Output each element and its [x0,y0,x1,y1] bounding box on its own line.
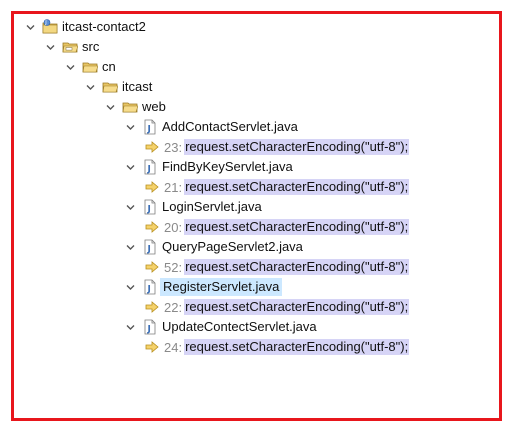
expand-chevron-icon[interactable] [124,117,136,137]
tree-node-itcast[interactable]: itcast [84,77,152,97]
svg-text:J: J [147,325,151,335]
tree-label-project: itcast-contact2 [62,19,146,34]
tree-node-file[interactable]: J LoginServlet.java [124,197,262,217]
java-file-icon: J [142,319,158,335]
java-file-icon: J [142,159,158,175]
java-file-icon: J [142,119,158,135]
svg-text:J: J [147,245,151,255]
tree-label-file: FindByKeyServlet.java [162,159,293,174]
tree-label-file: QueryPageServlet2.java [162,239,303,254]
search-match-row[interactable]: 23: request.setCharacterEncoding("utf-8"… [144,137,410,157]
svg-text:J: J [147,205,151,215]
java-file-icon: J [142,279,158,295]
expand-chevron-icon[interactable] [104,97,116,117]
tree-node-project[interactable]: J itcast-contact2 [24,17,146,37]
arrow-right-icon [144,259,160,275]
search-match-row[interactable]: 22: request.setCharacterEncoding("utf-8"… [144,297,410,317]
java-file-icon: J [142,199,158,215]
match-line-number: 21: [164,179,183,195]
match-text: request.setCharacterEncoding("utf-8"); [184,179,410,195]
java-project-icon: J [42,19,58,35]
tree-node-file[interactable]: J QueryPageServlet2.java [124,237,303,257]
match-text: request.setCharacterEncoding("utf-8"); [184,299,410,315]
search-match-row[interactable]: 20: request.setCharacterEncoding("utf-8"… [144,217,410,237]
tree-label-cn: cn [102,59,116,74]
tree-node-file[interactable]: J FindByKeyServlet.java [124,157,293,177]
tree-node-web[interactable]: web [104,97,166,117]
tree-node-file-selected[interactable]: J RegisterServlet.java [124,277,283,297]
source-folder-icon [62,39,79,55]
arrow-right-icon [144,299,160,315]
match-text: request.setCharacterEncoding("utf-8"); [184,339,410,355]
expand-chevron-icon[interactable] [124,157,136,177]
match-line-number: 23: [164,139,183,155]
arrow-right-icon [144,219,160,235]
arrow-right-icon [144,339,160,355]
tree-label-itcast: itcast [122,79,153,94]
arrow-right-icon [144,179,160,195]
arrow-right-icon [144,139,160,155]
tree-label-file: RegisterServlet.java [160,278,283,296]
match-line-number: 22: [164,299,183,315]
expand-chevron-icon[interactable] [64,57,76,77]
expand-chevron-icon[interactable] [124,237,136,257]
package-folder-icon [102,79,119,95]
tree-label-web: web [142,99,166,114]
svg-text:J: J [147,165,151,175]
search-match-row[interactable]: 21: request.setCharacterEncoding("utf-8"… [144,177,410,197]
expand-chevron-icon[interactable] [124,197,136,217]
tree-label-file: UpdateContectServlet.java [162,319,317,334]
package-folder-icon [82,59,99,75]
tree-label-file: LoginServlet.java [162,199,262,214]
tree-node-file[interactable]: J UpdateContectServlet.java [124,317,317,337]
match-line-number: 24: [164,339,183,355]
tree-node-cn[interactable]: cn [64,57,116,77]
tree-label-src: src [82,39,100,54]
expand-chevron-icon[interactable] [124,277,136,297]
match-text: request.setCharacterEncoding("utf-8"); [184,219,410,235]
expand-chevron-icon[interactable] [84,77,96,97]
svg-text:J: J [44,20,46,26]
java-file-icon: J [142,239,158,255]
tree-node-file[interactable]: J AddContactServlet.java [124,117,298,137]
tree-label-file: AddContactServlet.java [162,119,298,134]
svg-text:J: J [147,125,151,135]
match-text: request.setCharacterEncoding("utf-8"); [184,259,410,275]
match-line-number: 20: [164,219,183,235]
search-match-row[interactable]: 52: request.setCharacterEncoding("utf-8"… [144,257,410,277]
match-text: request.setCharacterEncoding("utf-8"); [184,139,410,155]
svg-text:J: J [147,285,151,295]
expand-chevron-icon[interactable] [44,37,56,57]
expand-chevron-icon[interactable] [24,17,36,37]
package-folder-icon [122,99,139,115]
search-match-row[interactable]: 24: request.setCharacterEncoding("utf-8"… [144,337,410,357]
expand-chevron-icon[interactable] [124,317,136,337]
tree-node-src[interactable]: src [44,37,99,57]
match-line-number: 52: [164,259,183,275]
highlight-frame: J itcast-contact2 src [11,11,502,421]
